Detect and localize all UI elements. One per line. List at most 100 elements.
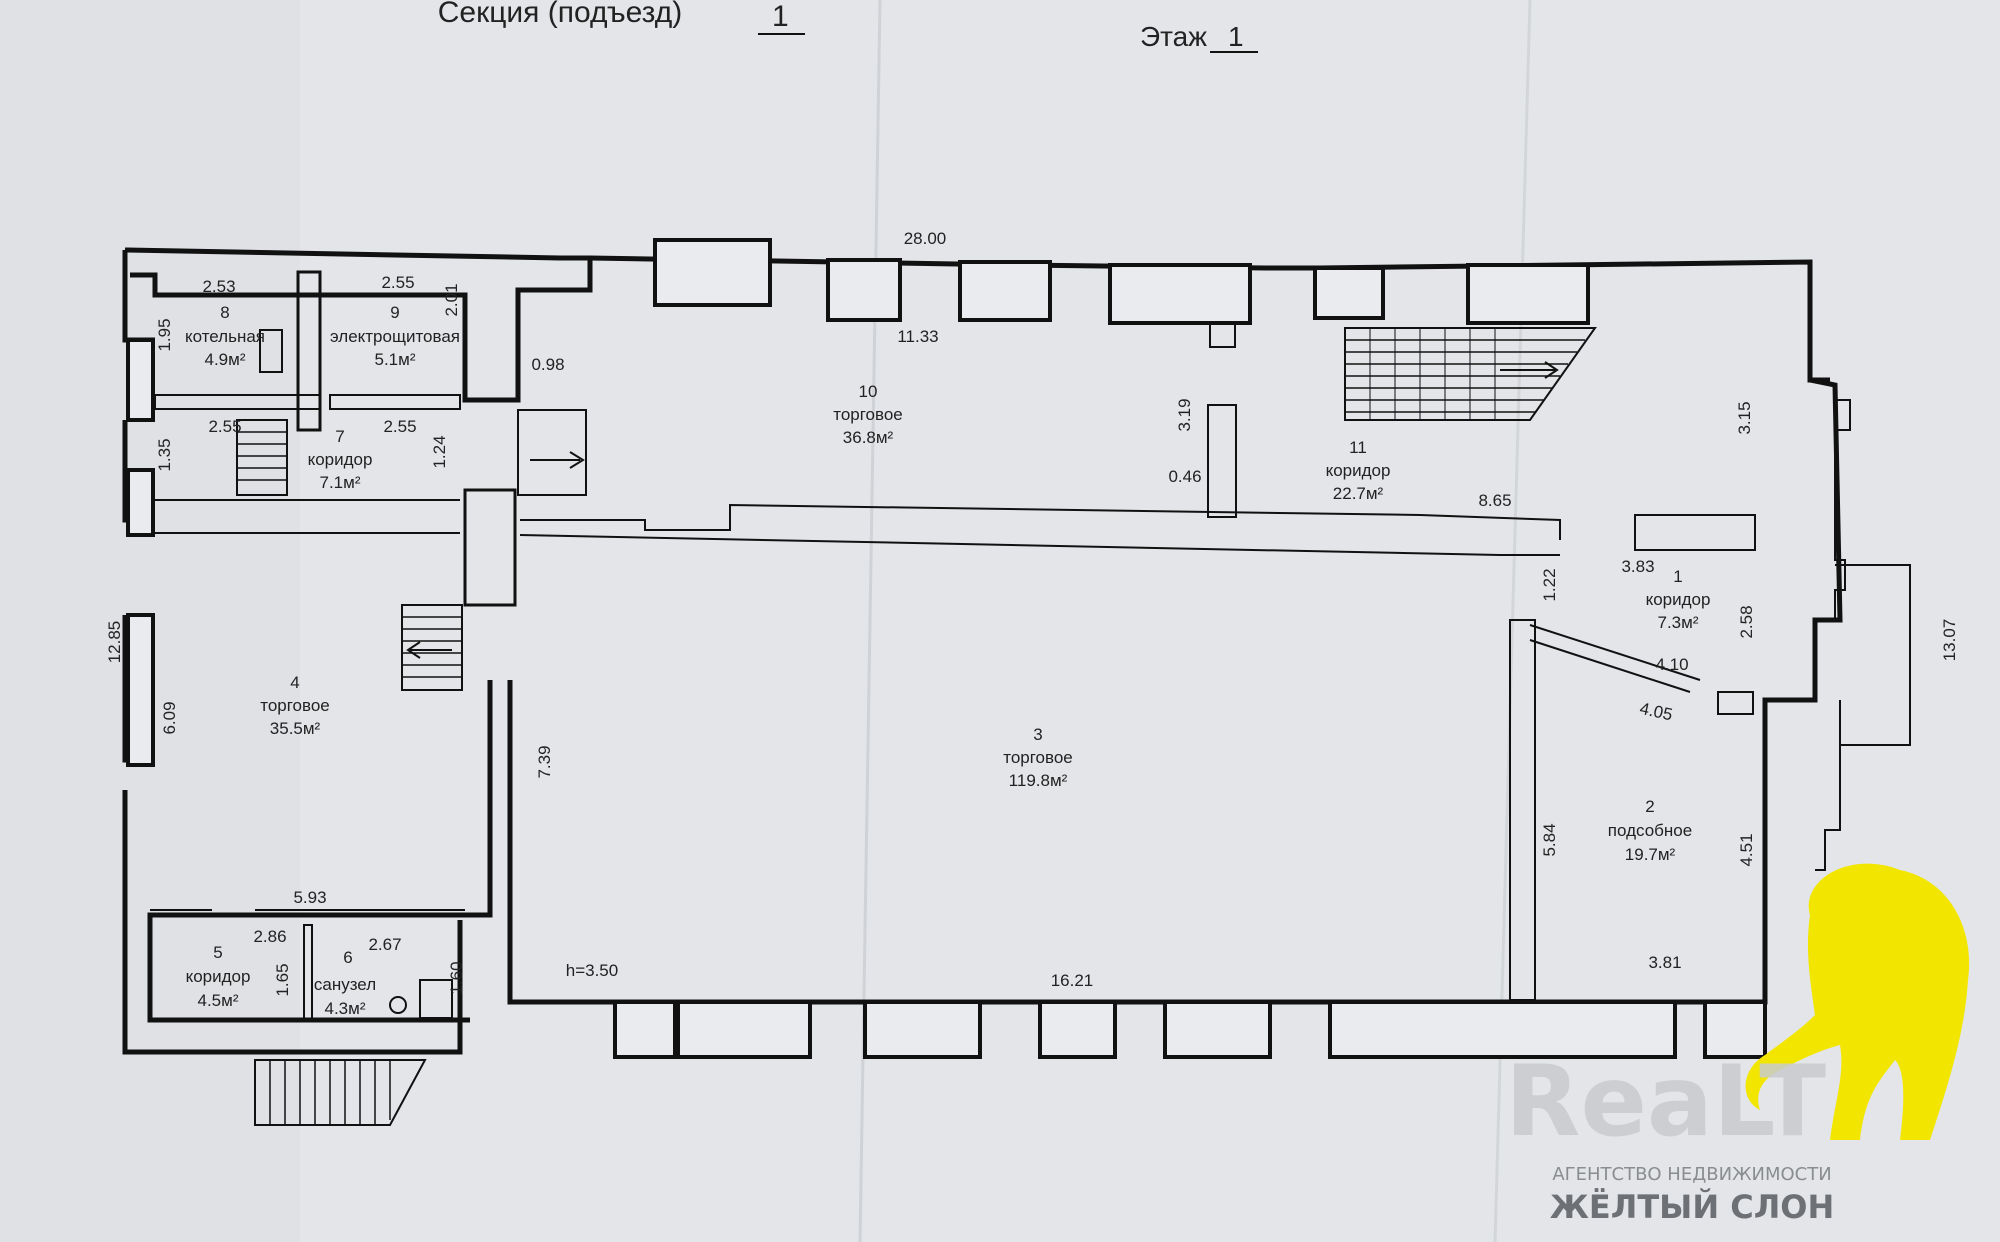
room-area: 4.9м² [205, 350, 246, 369]
dimension-label: 13.07 [1940, 619, 1959, 662]
room-name: торговое [1003, 748, 1073, 767]
partition-room8-room9 [296, 270, 322, 432]
top-windows [653, 238, 1590, 348]
left-windows [126, 338, 155, 767]
dimension-label: 28.00 [904, 229, 947, 248]
dimension-label: 11.33 [897, 327, 938, 346]
partition-room7-top-right [329, 394, 461, 410]
window [958, 260, 1052, 322]
dimension-label: 0.46 [1168, 467, 1201, 486]
room-number: 6 [343, 948, 352, 967]
window [676, 1000, 812, 1059]
window [1313, 266, 1385, 320]
room-11: 11 коридор 22.7м² [1326, 438, 1391, 503]
room-area: 36.8м² [843, 428, 894, 447]
dimension-label: 2.53 [202, 277, 235, 296]
room-name: санузел [314, 975, 376, 994]
dimension-label: 1.65 [273, 963, 292, 996]
inner-wall-room4-right [147, 680, 493, 1023]
partition-room11-left [1207, 404, 1237, 518]
stairs-room7 [236, 419, 288, 496]
room-name: торговое [833, 405, 903, 424]
dimension-label: 2.58 [1737, 605, 1756, 638]
dimension-label: 5.93 [293, 888, 326, 907]
room-3: 3 торговое 119.8м² [1003, 725, 1073, 790]
room-name: котельная [185, 327, 265, 346]
dimension-label: 2.67 [368, 935, 401, 954]
room-name: подсобное [1608, 821, 1692, 840]
dimension-label: 2.01 [442, 283, 461, 316]
room-area: 19.7м² [1625, 845, 1676, 864]
partition-room5-room6 [303, 924, 313, 1021]
dimension-label: 7.39 [535, 745, 554, 778]
watermark-agency-line2: ЖЁЛТЫЙ СЛОН [1550, 1188, 1835, 1226]
corridor-band-bottom [155, 532, 1560, 556]
dimension-label: 1.60 [447, 961, 466, 994]
dimension-label: 8.65 [1478, 491, 1511, 510]
room-9: 9 электрощитовая 5.1м² [330, 303, 460, 369]
room-area: 7.3м² [1658, 613, 1699, 632]
room-10: 10 торговое 36.8м² [833, 382, 903, 447]
outer-wall-left [122, 250, 463, 1055]
window [126, 338, 155, 422]
watermark-brand: ReaLT [1505, 1045, 1826, 1159]
dimension-label: 2.55 [208, 417, 241, 436]
stairs-room4 [401, 604, 463, 691]
room-8: 8 котельная 4.9м² [185, 303, 265, 369]
floor-value: 1 [1228, 21, 1244, 52]
dimension-label: 3.15 [1735, 401, 1754, 434]
room-1: 1 коридор 7.3м² [1646, 567, 1711, 632]
dimension-label: 3.19 [1175, 398, 1194, 431]
staircases [236, 327, 1597, 1126]
elephant-logo-icon [1745, 863, 1970, 1140]
room-area: 119.8м² [1009, 771, 1068, 790]
room-number: 10 [859, 382, 878, 401]
dimension-label: 5.84 [1540, 823, 1559, 856]
room-area: 4.3м² [325, 999, 366, 1018]
dimension-label: 4.51 [1737, 833, 1756, 866]
stepped-right-wall [1809, 379, 1911, 871]
sill [1209, 322, 1236, 348]
watermark: ReaLT АГЕНТСТВО НЕДВИЖИМОСТИ ЖЁЛТЫЙ СЛОН [1505, 863, 1970, 1226]
boiler-icon [259, 329, 283, 373]
room-labels: 8 котельная 4.9м² 9 электрощитовая 5.1м²… [185, 303, 1710, 1018]
room-name: коридор [1646, 590, 1711, 609]
room-7: 7 коридор 7.1м² [308, 427, 373, 492]
entrance-value: 1 [772, 0, 789, 33]
dimension-label: 1.24 [430, 435, 449, 468]
window [126, 613, 155, 767]
dimension-labels: 28.00 11.33 0.98 2.53 2.55 1.95 2.01 2.5… [105, 229, 1959, 997]
room-number: 7 [335, 427, 344, 446]
room-number: 8 [220, 303, 229, 322]
corridor-band-top [155, 499, 1561, 540]
window [1163, 1000, 1272, 1059]
room-number: 2 [1645, 797, 1654, 816]
window [653, 238, 772, 307]
floor-label: Этаж [1140, 21, 1207, 52]
room-name: электрощитовая [330, 327, 460, 346]
room-number: 1 [1673, 567, 1682, 586]
outer-wall-top-left [124, 247, 593, 403]
dimension-label: 3.81 [1648, 953, 1681, 972]
partition-column-left [463, 488, 517, 607]
partition-room2-diagonal [1529, 624, 1701, 693]
dimension-label: 2.86 [253, 927, 286, 946]
window [1466, 263, 1590, 325]
room-number: 5 [213, 943, 222, 962]
room-2: 2 подсобное 19.7м² [1608, 797, 1692, 864]
toilet-icon [419, 979, 453, 1019]
stairs-entrance-bottom [254, 1059, 427, 1126]
partition-room1-top [1634, 514, 1756, 551]
room-area: 35.5м² [270, 719, 321, 738]
header: Секция (подъезд) 1 Этаж 1 [438, 0, 1258, 53]
dimension-label: 16.21 [1051, 971, 1094, 990]
dimension-label: 1.22 [1540, 568, 1559, 601]
room-number: 4 [290, 673, 299, 692]
sink-icon [389, 996, 407, 1014]
dimension-label: 2.55 [383, 417, 416, 436]
dimension-label: 2.55 [381, 273, 414, 292]
dimension-label: 1.95 [155, 318, 174, 351]
dimension-label: 12.85 [105, 621, 124, 664]
window [1108, 263, 1252, 325]
